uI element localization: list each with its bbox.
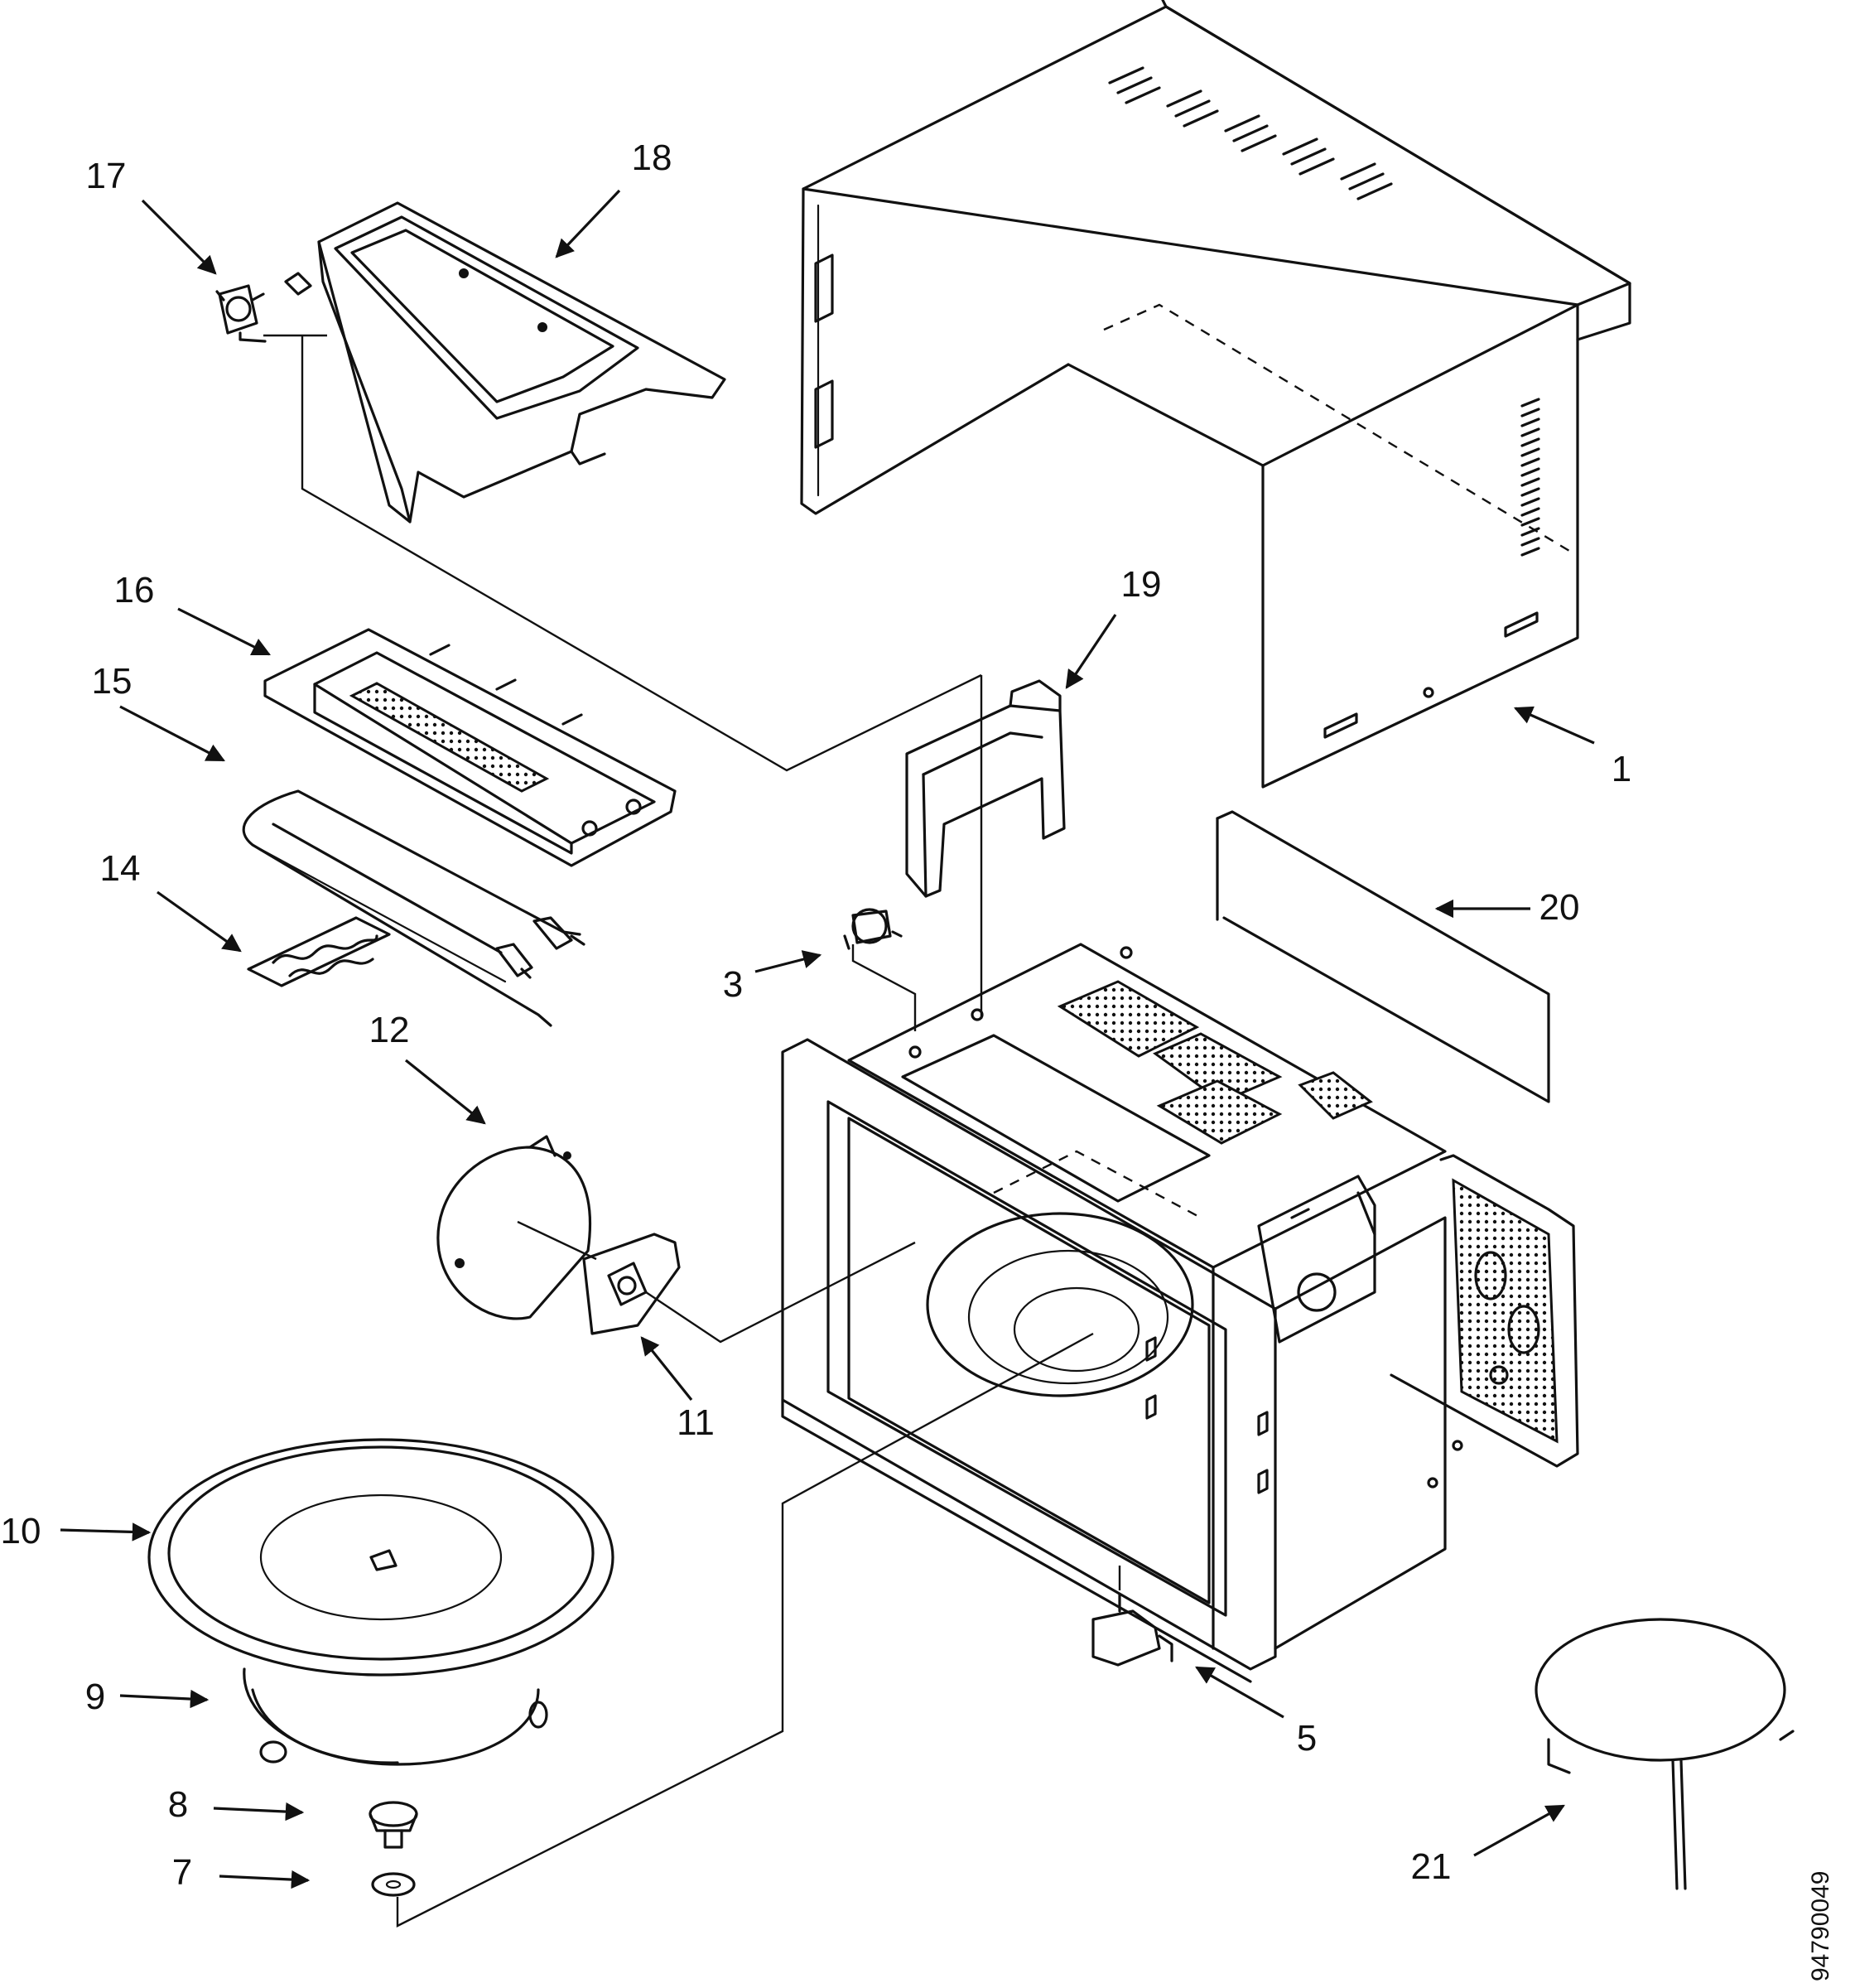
stirrer (582, 1233, 916, 1344)
stirrer-cover (436, 1135, 597, 1320)
side-vent-slots (1520, 398, 1540, 557)
heater-cover (263, 628, 677, 867)
glass-tray (147, 1438, 614, 1677)
callout-17: 17 (86, 156, 127, 196)
grill-rack (1535, 1618, 1795, 1890)
heater-clip (247, 916, 391, 987)
callout-8: 8 (168, 1784, 188, 1825)
callout-11: 11 (677, 1402, 715, 1443)
callout-12: 12 (369, 1010, 410, 1050)
callout-labels: 17 18 16 15 14 19 1 20 3 12 11 10 9 8 7 … (1, 138, 1632, 1893)
thermal-fuse-top (215, 284, 327, 343)
roller-ring (243, 1667, 548, 1766)
callout-9: 9 (85, 1677, 105, 1717)
callout-3: 3 (723, 964, 743, 1005)
callout-1: 1 (1612, 749, 1631, 789)
callout-20: 20 (1539, 887, 1580, 928)
waveguide-cover (284, 201, 982, 772)
callout-19: 19 (1121, 564, 1162, 605)
callout-5: 5 (1297, 1718, 1317, 1759)
callout-16: 16 (114, 570, 155, 610)
callout-14: 14 (100, 848, 141, 889)
bracket (905, 675, 1066, 1019)
top-vent-slots (1108, 66, 1393, 200)
callout-21: 21 (1411, 1846, 1452, 1887)
callout-15: 15 (92, 661, 132, 702)
callout-arrows (60, 189, 1595, 1889)
back-panel (1216, 810, 1550, 1103)
document-id: 94790049 (1807, 1871, 1834, 1981)
thermal-cutout (843, 908, 917, 1031)
heater-element (242, 789, 585, 1027)
drive-coupling (369, 1801, 418, 1849)
oven-cavity (781, 943, 1579, 1683)
outer-cabinet (800, 0, 1631, 789)
turntable-motor (1091, 1566, 1173, 1667)
callout-10: 10 (1, 1511, 41, 1551)
callout-7: 7 (172, 1852, 192, 1893)
callout-18: 18 (632, 138, 672, 178)
washer (371, 1332, 1094, 1928)
